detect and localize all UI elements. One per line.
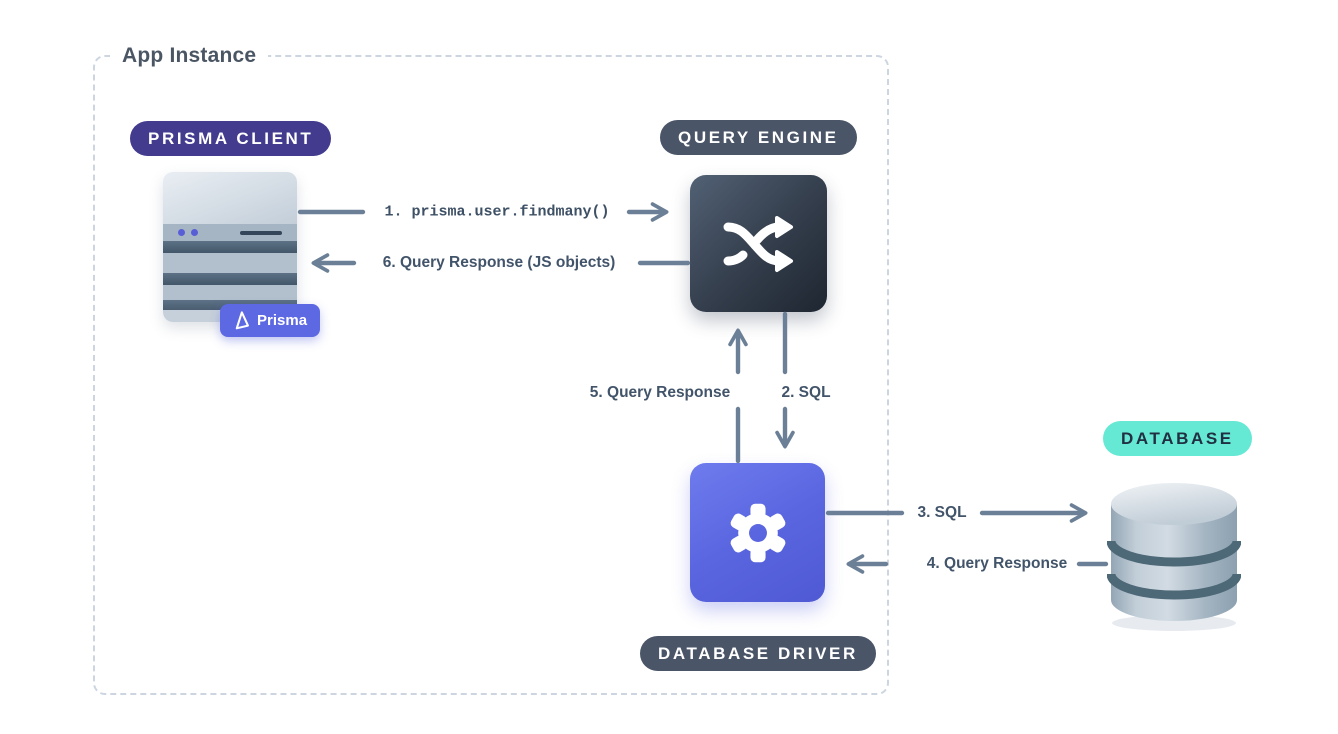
query-engine-badge: QUERY ENGINE — [660, 120, 857, 155]
prisma-logo-label: Prisma — [257, 312, 308, 329]
shuffle-icon — [723, 215, 793, 272]
server-led-icon — [178, 229, 185, 236]
server-slot — [240, 230, 282, 235]
prisma-client-badge: PRISMA CLIENT — [130, 121, 332, 156]
flow-label-2: 2. SQL — [781, 384, 831, 401]
database-driver-node — [690, 463, 825, 602]
server-led-icon — [191, 229, 198, 236]
query-engine-node — [690, 175, 827, 312]
prisma-logo-badge: Prisma — [220, 304, 321, 337]
database-cylinder-icon — [1106, 474, 1242, 639]
database-driver-badge: DATABASE DRIVER — [640, 636, 876, 671]
flow-label-5: 5. Query Response — [589, 384, 731, 401]
prisma-logo-icon — [235, 311, 249, 330]
flow-label-6: 6. Query Response (JS objects) — [382, 254, 616, 271]
flow-label-3: 3. SQL — [917, 504, 967, 521]
flow-label-1: 1. prisma.user.findmany() — [384, 203, 610, 221]
gear-icon — [723, 498, 792, 567]
app-instance-boundary — [93, 55, 889, 695]
database-badge: DATABASE — [1103, 421, 1252, 456]
app-instance-title: App Instance — [110, 42, 269, 70]
flow-label-4: 4. Query Response — [926, 555, 1068, 572]
